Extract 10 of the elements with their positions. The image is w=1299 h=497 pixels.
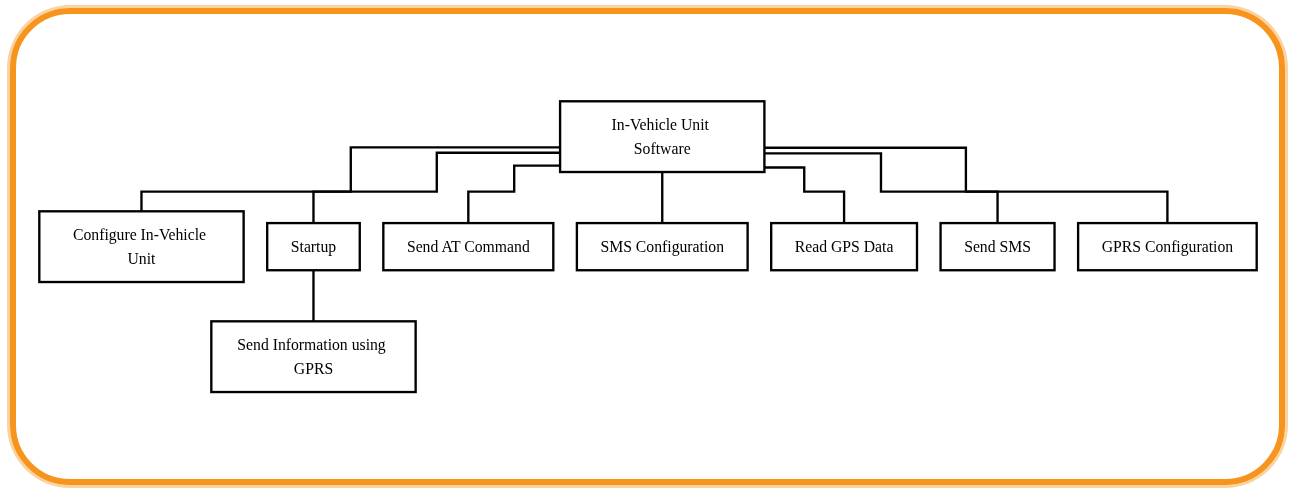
node-box — [381, 221, 554, 272]
node-box — [209, 319, 417, 394]
node-box — [558, 99, 766, 173]
frame-border: In-Vehicle Unit Software Configure In-Vehicle Unit Startup Send AT Command SMS Configuration Read GPS Data Send SMS GPRS Configuration Send Information using GPRS — [10, 8, 1285, 485]
node-box — [37, 209, 245, 284]
node-box — [575, 221, 749, 272]
node-box — [769, 221, 918, 272]
node-box — [1076, 221, 1258, 272]
node-box — [938, 221, 1056, 272]
node-box — [265, 221, 361, 272]
